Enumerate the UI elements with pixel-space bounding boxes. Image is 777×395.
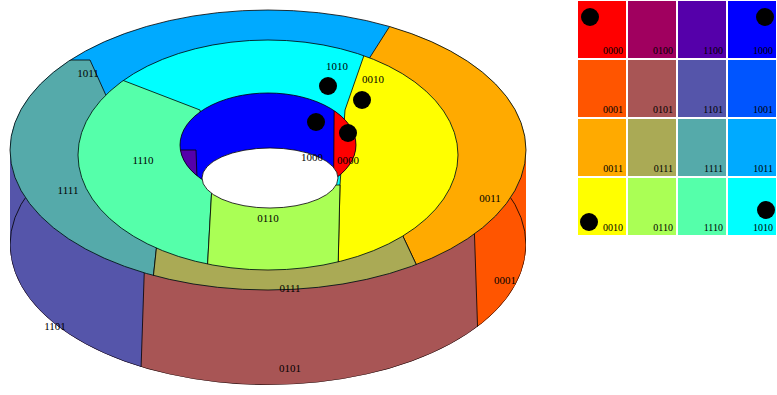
map-cell: 1011	[727, 118, 777, 177]
cell-code: 1011	[753, 164, 773, 174]
cell-code: 0011	[603, 164, 623, 174]
map-cell: 0001	[577, 59, 627, 118]
map-cell: 1101	[677, 59, 727, 118]
map-cell: 0000	[577, 0, 627, 59]
map-cell: 0010	[577, 177, 627, 236]
map-cell: 1010	[727, 177, 777, 236]
cell-code: 1010	[753, 223, 773, 233]
cell-code: 1100	[703, 46, 723, 56]
map-cell: 1110	[677, 177, 727, 236]
map-cell: 1100	[677, 0, 727, 59]
region-code: 0101	[279, 363, 301, 374]
region-code: 1010	[326, 61, 348, 72]
cell-code: 1110	[704, 223, 723, 233]
region-code: 1101	[44, 321, 66, 332]
cell-code: 0111	[654, 164, 673, 174]
region-code: 1000	[301, 152, 323, 163]
cell-code: 0010	[603, 223, 623, 233]
map-cell: 0101	[627, 59, 677, 118]
cell-code: 1000	[753, 46, 773, 56]
map-cell: 0111	[627, 118, 677, 177]
region-code: 0010	[362, 74, 384, 85]
cell-code: 0001	[603, 105, 623, 115]
region-code: 1110	[132, 155, 153, 166]
map-cell: 0110	[627, 177, 677, 236]
region-code: 1111	[58, 185, 79, 196]
map-cell: 1001	[727, 59, 777, 118]
cell-code: 1101	[703, 105, 723, 115]
map-cell: 0011	[577, 118, 627, 177]
cell-code: 0101	[653, 105, 673, 115]
region-code: 1011	[77, 68, 99, 79]
region-code: 0000	[337, 155, 359, 166]
map-cell: 1000	[727, 0, 777, 59]
region-code: 0110	[257, 213, 279, 224]
cell-code: 1001	[753, 105, 773, 115]
region-code: 0011	[479, 193, 501, 204]
region-code: 0001	[494, 275, 516, 286]
map-cell: 1111	[677, 118, 727, 177]
cell-code: 0110	[653, 223, 673, 233]
cell-code: 0000	[603, 46, 623, 56]
cell-code: 0100	[653, 46, 673, 56]
map-cell: 0100	[627, 0, 677, 59]
region-code: 0111	[279, 283, 300, 294]
cell-code: 1111	[704, 164, 723, 174]
